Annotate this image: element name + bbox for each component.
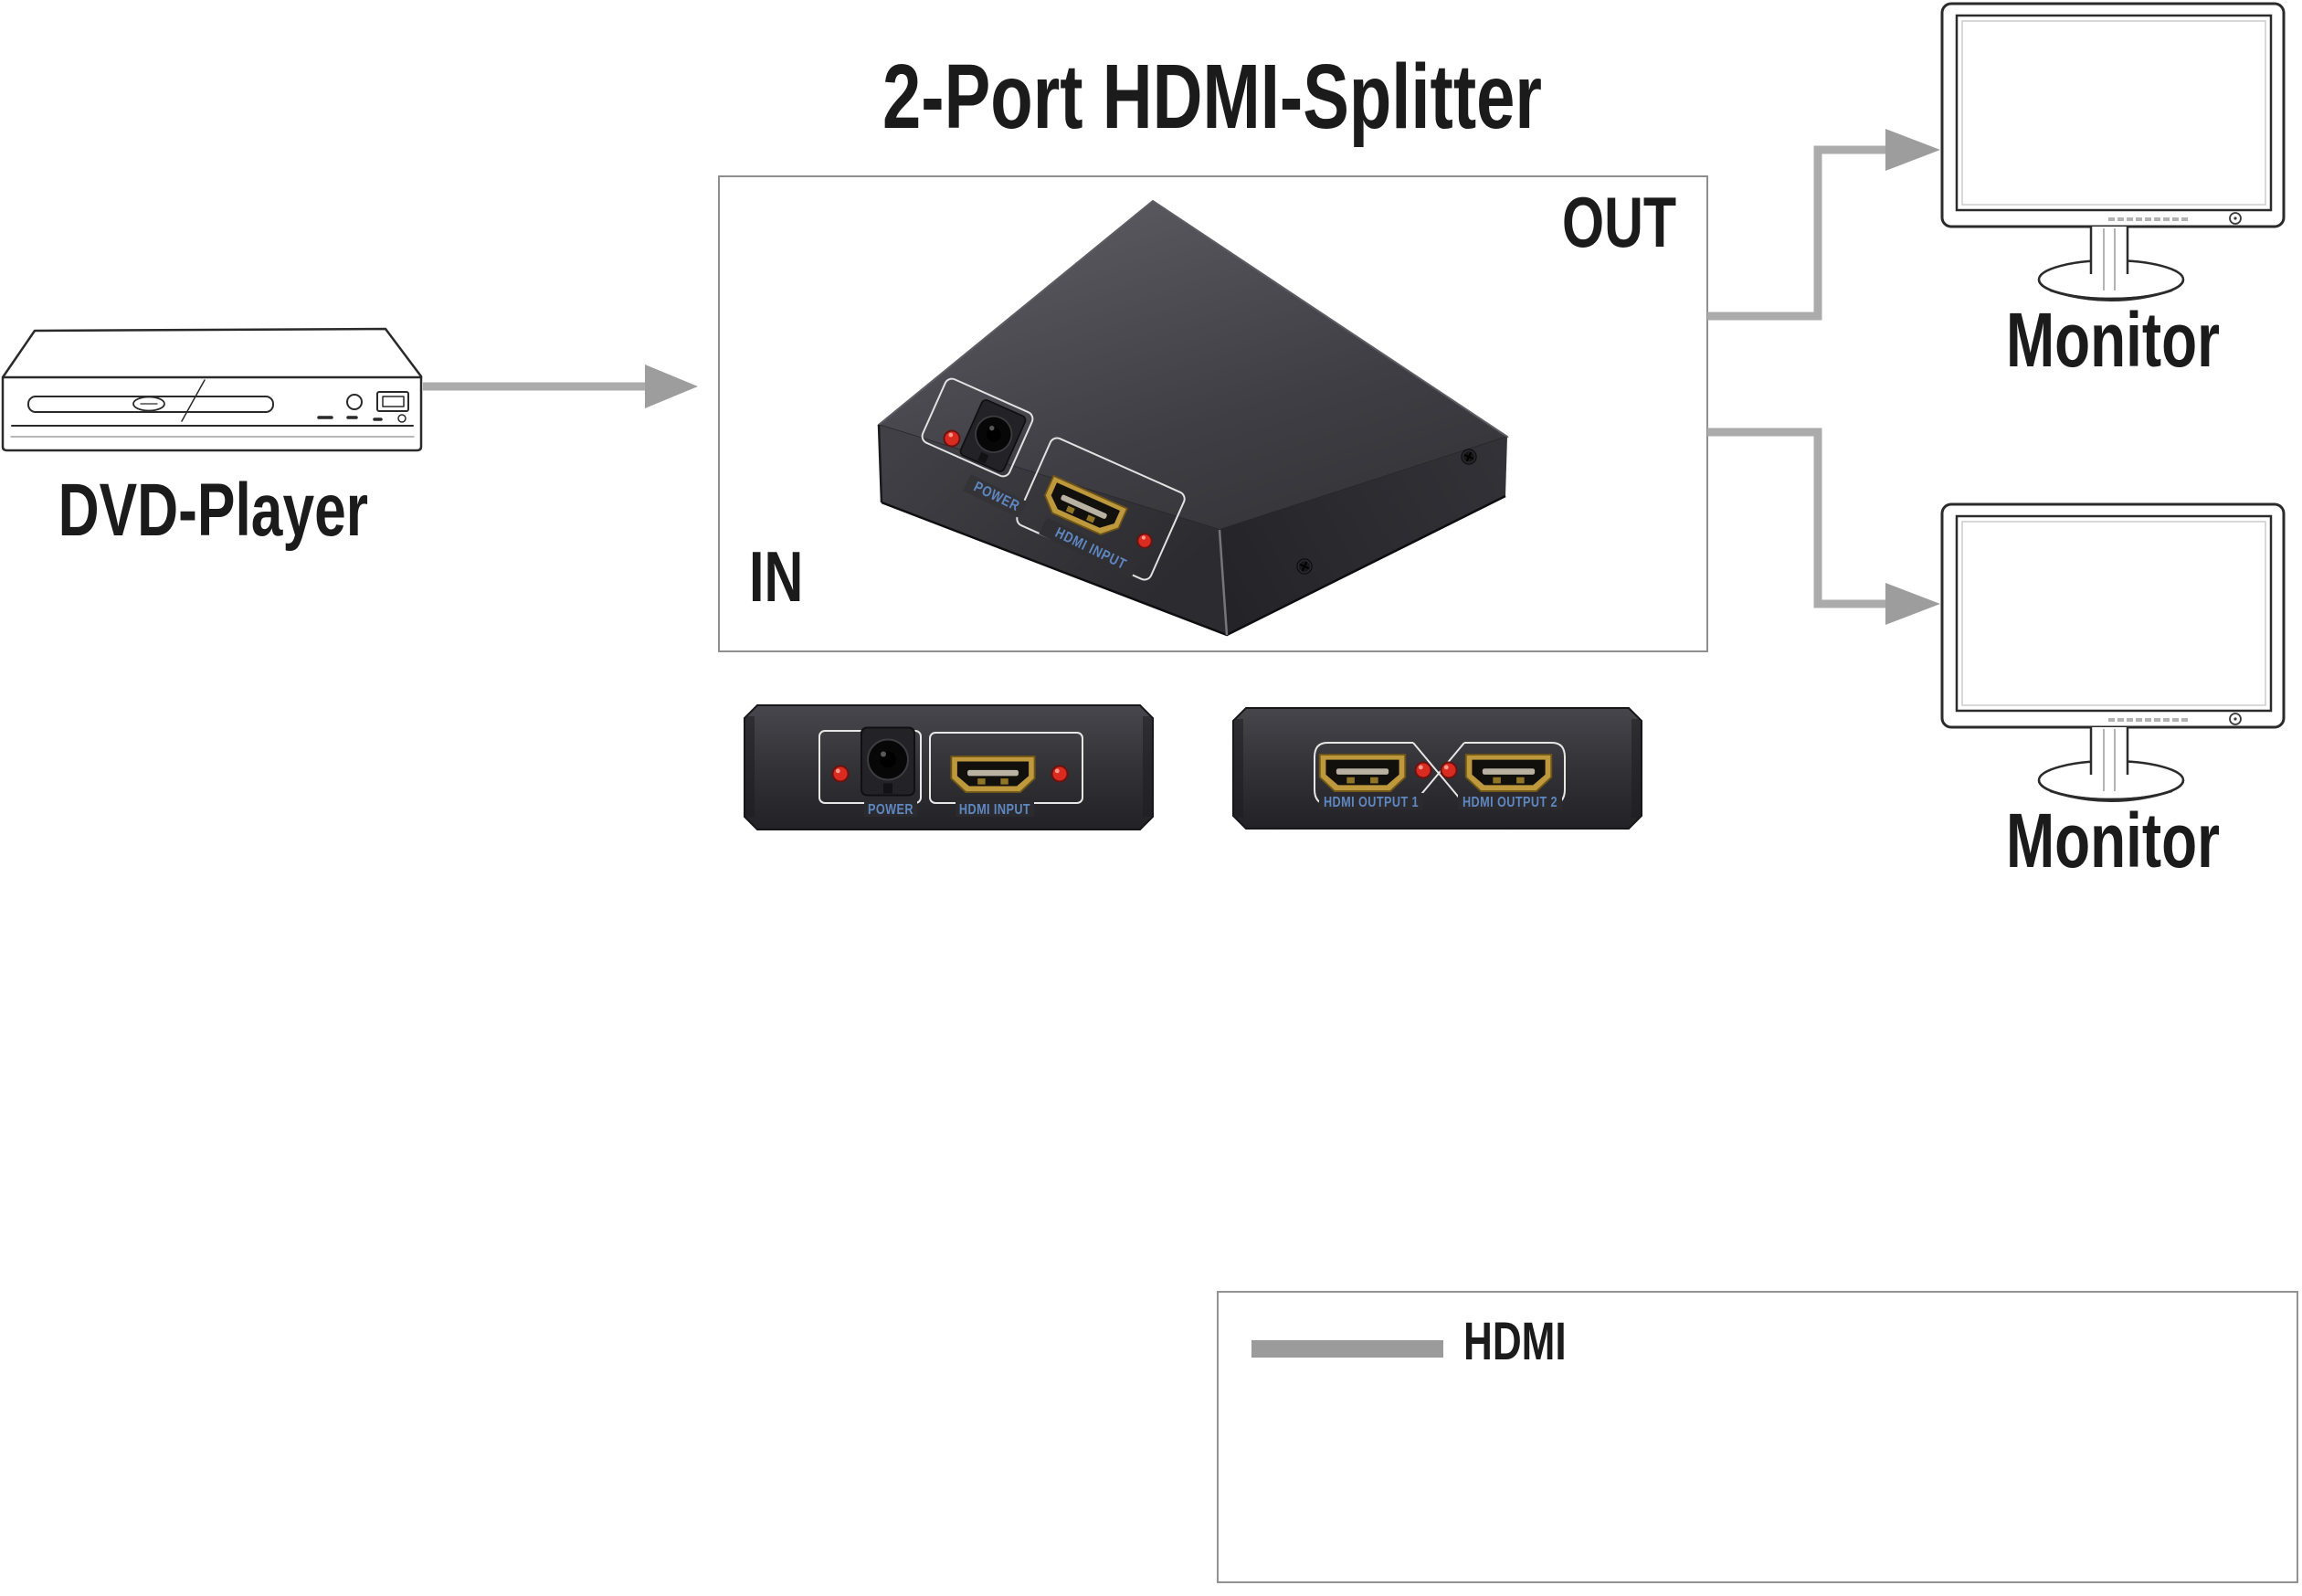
arrow-dvd-to-splitter (423, 365, 698, 408)
legend-box: HDMI (1217, 1291, 2298, 1583)
hdmi-output-1-port (1318, 754, 1407, 792)
hdmi-output-2-port (1464, 754, 1553, 792)
page-title: 2-Port HDMI-Splitter (882, 46, 1542, 148)
input-panel-photo: POWER HDMI INPUT (744, 704, 1154, 830)
power-label: POWER (868, 802, 913, 818)
monitor-top-illustration (1940, 2, 2286, 302)
in-label: IN (749, 536, 804, 617)
legend-hdmi-label: HDMI (1463, 1312, 1567, 1371)
out-label: OUT (1562, 182, 1677, 262)
hdmi-output-1-label: HDMI OUTPUT 1 (1324, 795, 1419, 810)
hdmi-input-port (950, 756, 1036, 793)
screw-icon (1461, 449, 1477, 465)
hdmi-output-2-label: HDMI OUTPUT 2 (1463, 795, 1558, 810)
monitor-top-label: Monitor (2005, 297, 2221, 383)
screw-icon (1296, 558, 1313, 575)
output-panel-photo: HDMI OUTPUT 1 HDMI OUTPUT 2 (1232, 707, 1642, 830)
output-2-led (1440, 761, 1458, 779)
hdmi-input-label: HDMI INPUT (959, 802, 1030, 818)
splitter-photo: POWER HDMI INPUT (877, 199, 1509, 637)
power-section-outline (921, 377, 1034, 478)
monitor-bottom-illustration (1940, 502, 2286, 803)
hdmi-input-led (1051, 765, 1069, 783)
dvd-player-illustration (1, 327, 423, 452)
hdmi-cable-swatch (1251, 1340, 1443, 1358)
arrow-splitter-to-monitor-bottom (1707, 428, 1940, 625)
arrow-splitter-to-monitor-top (1707, 129, 1940, 321)
output-1-led (1414, 761, 1432, 779)
power-led (831, 765, 850, 783)
power-jack (861, 726, 915, 797)
monitor-bottom-label: Monitor (2005, 798, 2221, 883)
dvd-player-label: DVD-Player (58, 469, 368, 552)
